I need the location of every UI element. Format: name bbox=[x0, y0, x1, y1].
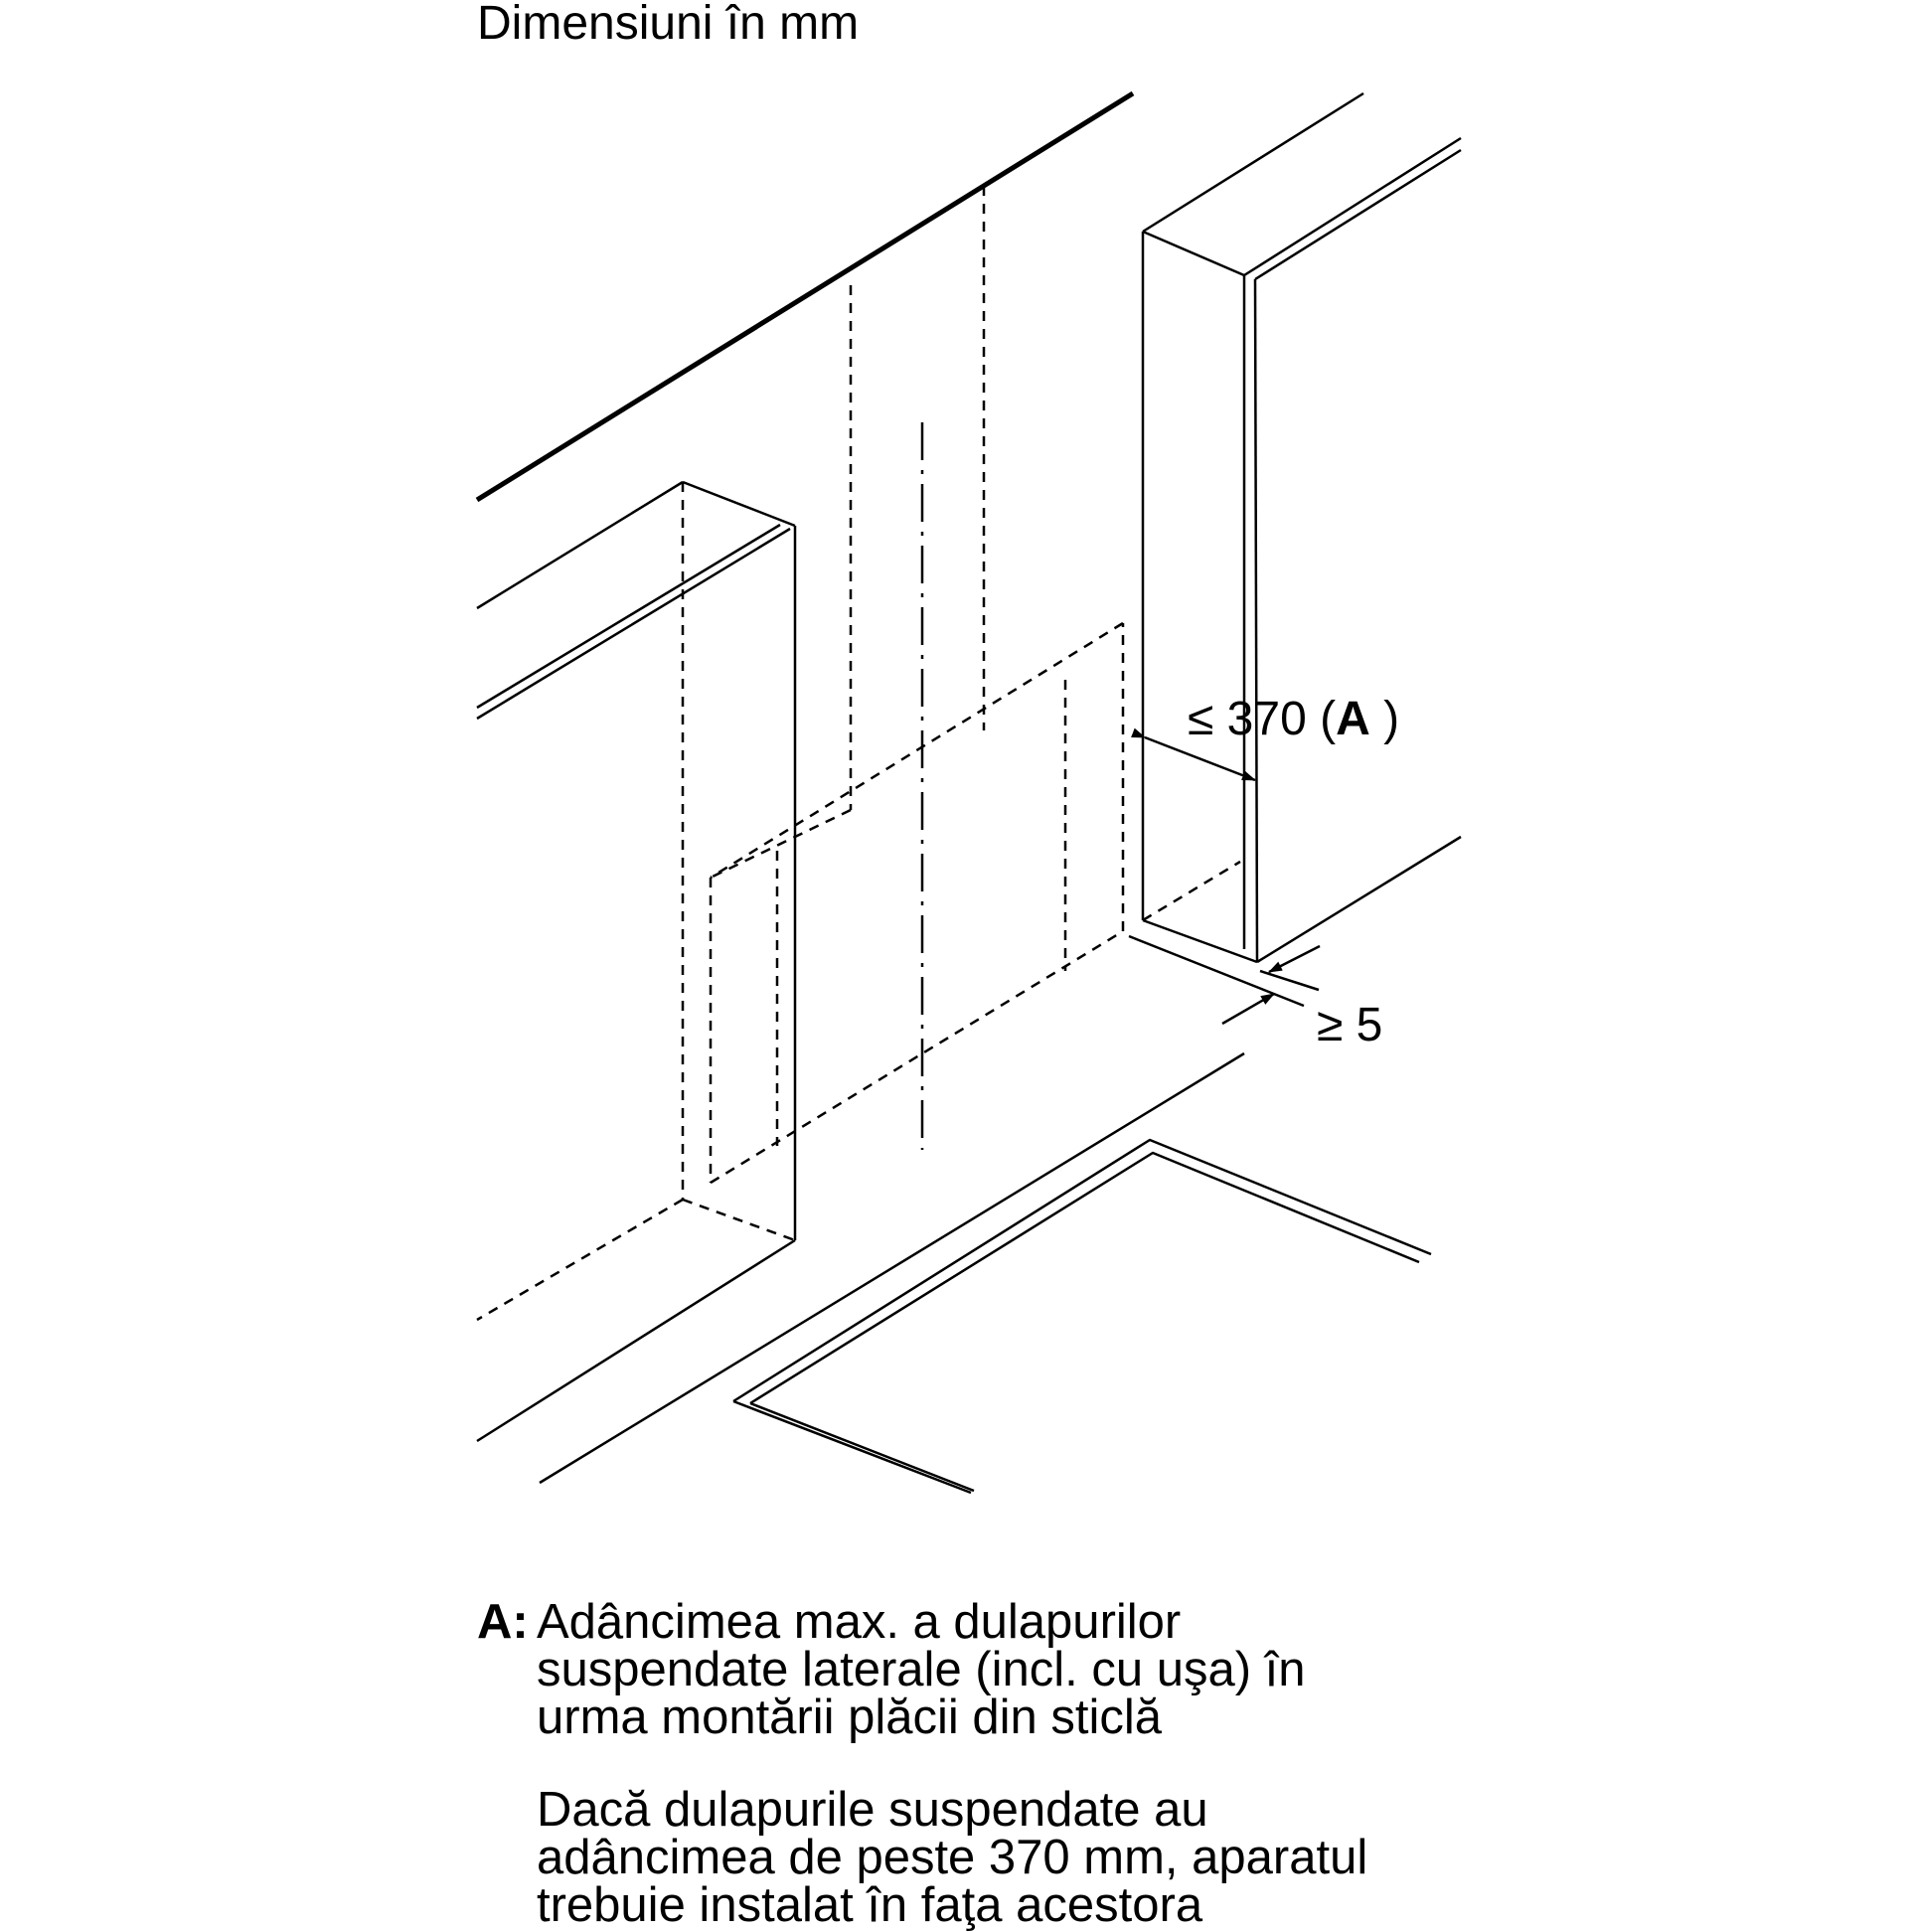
left-wall-cabinet bbox=[476, 480, 797, 1443]
max-depth-label: ≤ 370 (A ) bbox=[1188, 693, 1399, 745]
legend-description: Adâncimea max. a dulapurilor suspendate … bbox=[537, 1595, 1306, 1744]
legend-line: suspendate laterale (incl. cu uşa) în bbox=[537, 1643, 1306, 1696]
legend-note: Dacă dulapurile suspendate au adâncimea … bbox=[537, 1783, 1368, 1932]
right-wall-cabinet bbox=[1141, 91, 1462, 964]
hood-outline bbox=[709, 186, 1125, 1185]
countertop-front-edge bbox=[539, 1051, 1245, 1485]
max-depth-dimension bbox=[1131, 727, 1256, 782]
legend-line: urma montării plăcii din sticlă bbox=[537, 1690, 1163, 1744]
legend-line: adâncimea de peste 370 mm, aparatul bbox=[537, 1831, 1368, 1884]
legend-line: Dacă dulapurile suspendate au bbox=[537, 1783, 1208, 1837]
wall-top-edge bbox=[475, 90, 1135, 503]
min-gap-dimension bbox=[1128, 934, 1321, 1026]
cooktop bbox=[732, 1138, 1432, 1495]
legend-key: A: bbox=[477, 1595, 529, 1649]
legend-line: trebuie instalat în faţa acestora bbox=[537, 1878, 1203, 1932]
diagram-title: Dimensiuni în mm bbox=[477, 0, 860, 50]
legend-line: Adâncimea max. a dulapurilor bbox=[537, 1595, 1182, 1649]
min-gap-label: ≥ 5 bbox=[1317, 999, 1382, 1051]
